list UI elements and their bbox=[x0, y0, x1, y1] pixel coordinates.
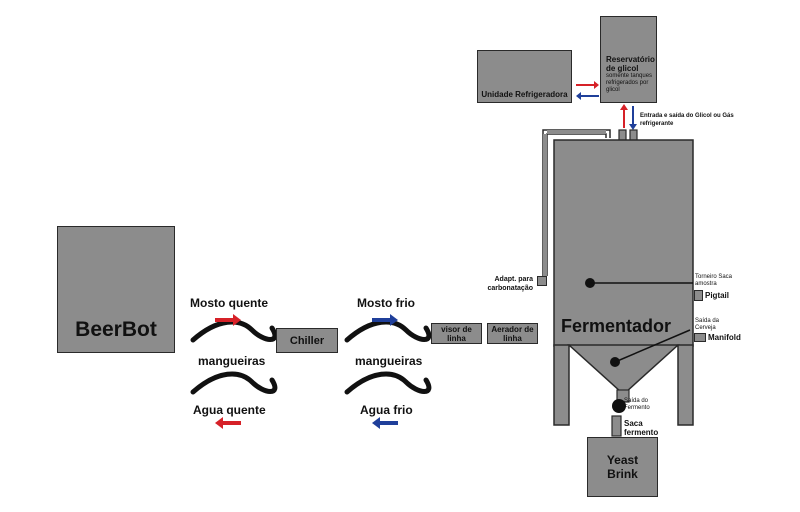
arrow-left-red bbox=[215, 417, 241, 429]
fermentador-cone bbox=[567, 344, 680, 393]
arrow-up-red bbox=[620, 104, 628, 128]
saida-fermento-label: Saída do Fermento bbox=[624, 398, 650, 411]
saida-cerveja-label: Saída da Cerveja bbox=[695, 318, 720, 331]
mangueiras-hot-label: mangueiras bbox=[198, 354, 266, 368]
chiller-label: Chiller bbox=[289, 334, 325, 347]
hose-wave-hot-lower bbox=[190, 371, 278, 395]
hose-wave-cold-upper bbox=[344, 319, 432, 343]
leg-right bbox=[677, 344, 694, 426]
visor-box: visor de linha bbox=[431, 323, 482, 344]
yeast-brink-box: Yeast Brink bbox=[587, 437, 658, 497]
mosto-frio-label: Mosto frio bbox=[357, 296, 415, 310]
beerbot-label: BeerBot bbox=[75, 317, 157, 341]
unidade-refrigeradora-box: Unidade Refrigeradora bbox=[477, 50, 572, 103]
manifold-label: Manifold bbox=[708, 333, 741, 342]
aerador-box: Aerador de linha bbox=[487, 323, 538, 344]
entrada-saida-label: Entrada e saída do Glicol ou Gás refrige… bbox=[640, 113, 734, 127]
saida-fermento-dot bbox=[612, 399, 626, 413]
fermentador-label: Fermentador bbox=[561, 316, 672, 336]
reservatorio-box: Reservatório de glicol somente tanques r… bbox=[600, 16, 657, 103]
mangueiras-cold-label: mangueiras bbox=[355, 354, 423, 368]
fermentador-body bbox=[553, 139, 694, 347]
yeast-brink-label: Yeast Brink bbox=[606, 453, 639, 481]
arrow-right-blue bbox=[372, 314, 398, 326]
hose-wave-hot-upper bbox=[190, 319, 278, 343]
reservatorio-title: Reservatório de glicol bbox=[606, 55, 655, 73]
adapt-box bbox=[537, 276, 547, 286]
beerbot-box: BeerBot bbox=[57, 226, 175, 353]
agua-quente-label: Agua quente bbox=[193, 403, 266, 417]
arrow-left-blue bbox=[372, 417, 398, 429]
saca-fermento-label: Saca fermento bbox=[624, 419, 659, 437]
reservatorio-note: somente tanques refrigerados por glicol bbox=[606, 73, 653, 93]
chiller-box: Chiller bbox=[276, 328, 338, 353]
pigtail-label: Pigtail bbox=[705, 291, 730, 300]
manifold-box bbox=[694, 333, 706, 342]
arrow-down-blue bbox=[629, 106, 637, 130]
hose-wave-cold-lower bbox=[344, 371, 432, 395]
aerador-label: Aerador de linha bbox=[491, 324, 534, 343]
adapt-label: Adapt. para carbonatação bbox=[487, 276, 533, 292]
agua-frio-label: Agua frio bbox=[360, 403, 413, 417]
mosto-quente-label: Mosto quente bbox=[190, 296, 268, 310]
leg-left bbox=[553, 344, 570, 426]
torneiro-label: Torneiro Saca amostra bbox=[695, 274, 733, 287]
arrow-unidade-to-reservatorio-red bbox=[576, 81, 599, 89]
arrow-right-red bbox=[215, 314, 241, 326]
arrow-reservatorio-to-unidade-blue bbox=[576, 92, 599, 100]
saca-fermento-tube bbox=[611, 415, 622, 437]
visor-label: visor de linha bbox=[441, 324, 472, 343]
unidade-label: Unidade Refrigeradora bbox=[481, 90, 568, 99]
pigtail-box bbox=[694, 290, 703, 301]
